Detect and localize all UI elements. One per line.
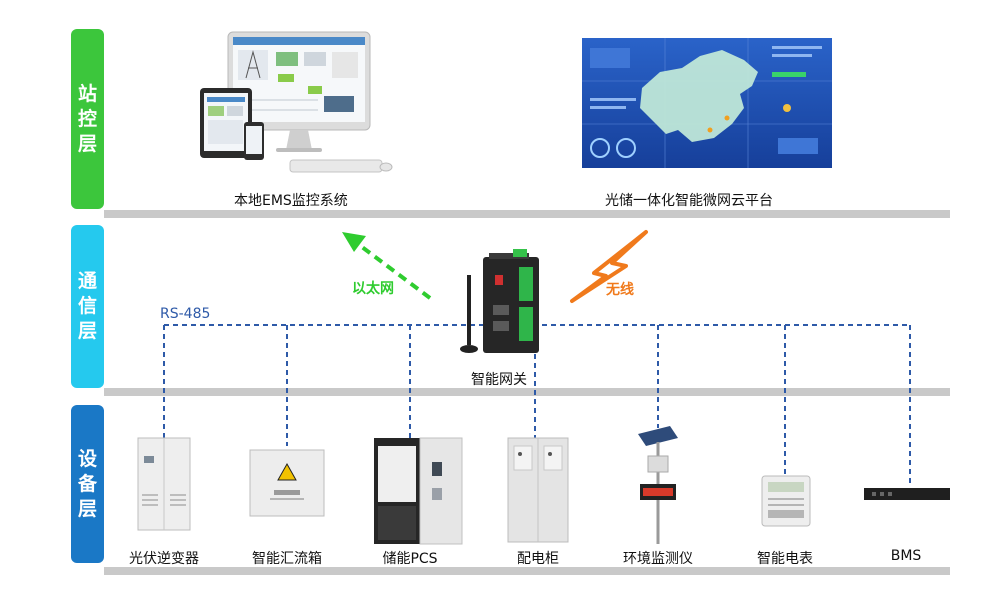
cloud-platform-screen-icon (582, 38, 832, 168)
device-layer-rule (104, 567, 950, 575)
wireless-lightning-icon (570, 230, 648, 303)
layer-label-communication: 通信层 (77, 270, 97, 342)
gateway-label: 智能网关 (471, 372, 527, 388)
layer-tab-communication: 通信层 (71, 225, 104, 388)
layer-label-device: 设备层 (77, 447, 97, 520)
inverter-cabinet-icon (137, 437, 191, 531)
smart-gateway-icon (460, 249, 539, 353)
distribution-cabinet-icon (507, 437, 569, 543)
combiner-box-icon (249, 449, 325, 517)
device-label-distribution: 配电柜 (517, 551, 559, 567)
ethernet-label: 以太网 (352, 281, 394, 297)
communication-layer-rule (104, 388, 950, 396)
rs485-label: RS-485 (160, 306, 211, 322)
station-layer-rule (104, 210, 950, 218)
smart-meter-icon (761, 475, 811, 527)
pcs-cabinet-icon (374, 437, 463, 545)
device-label-bms: BMS (890, 548, 922, 564)
local-ems-monitor-icon (200, 31, 393, 173)
layer-tab-station: 站控层 (71, 29, 104, 209)
layer-label-station: 站控层 (77, 82, 97, 155)
device-label-combiner: 智能汇流箱 (252, 551, 322, 567)
bms-unit-icon (864, 488, 950, 500)
weather-station-icon (638, 426, 678, 544)
device-label-meter: 智能电表 (757, 551, 813, 567)
ethernet-arrowhead (342, 232, 366, 252)
device-label-pcs: 储能PCS (382, 551, 438, 567)
device-label-weather: 环境监测仪 (623, 551, 693, 567)
ethernet-arrow (356, 242, 432, 300)
local-ems-caption: 本地EMS监控系统 (234, 193, 348, 209)
device-label-inverter: 光伏逆变器 (129, 551, 199, 567)
layer-tab-device: 设备层 (71, 405, 104, 563)
wireless-label: 无线 (606, 282, 634, 298)
cloud-platform-caption: 光储一体化智能微网云平台 (605, 193, 773, 209)
